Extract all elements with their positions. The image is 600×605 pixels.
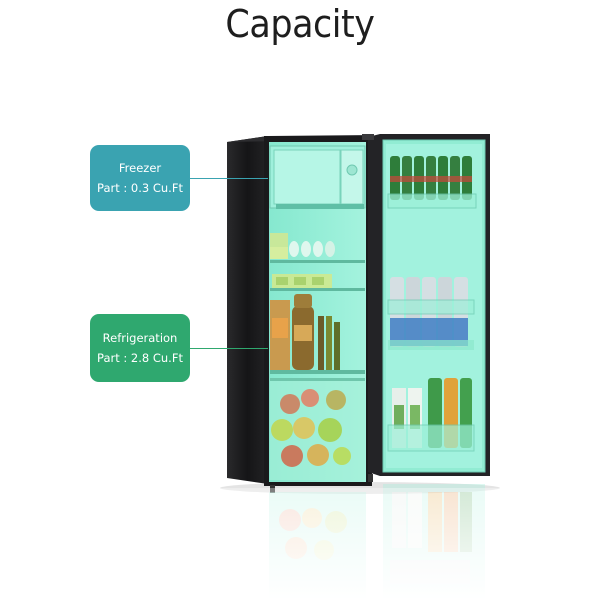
freezer-leader-line [190, 178, 268, 179]
freezer-compartment [273, 149, 341, 205]
shelf-2 [270, 288, 365, 291]
refrigeration-leader-line [190, 348, 268, 349]
shelf-3 [270, 370, 365, 374]
refrigeration-capacity-callout: Refrigeration Part : 2.8 Cu.Ft [90, 314, 190, 382]
freezer-capacity-callout: Freezer Part : 0.3 Cu.Ft [90, 145, 190, 211]
freezer-capacity: Part : 0.3 Cu.Ft [97, 181, 183, 195]
door-bin-bottom [387, 378, 475, 452]
door-bin-middle [387, 277, 475, 350]
shelf-1 [270, 260, 365, 263]
refrigeration-capacity: Part : 2.8 Cu.Ft [97, 351, 183, 365]
page-title: Capacity [225, 2, 375, 46]
door-bin-top [387, 156, 477, 209]
cabinet-side [227, 136, 268, 484]
freezer-label: Freezer [118, 161, 162, 175]
refrigeration-label: Refrigeration [102, 331, 178, 345]
